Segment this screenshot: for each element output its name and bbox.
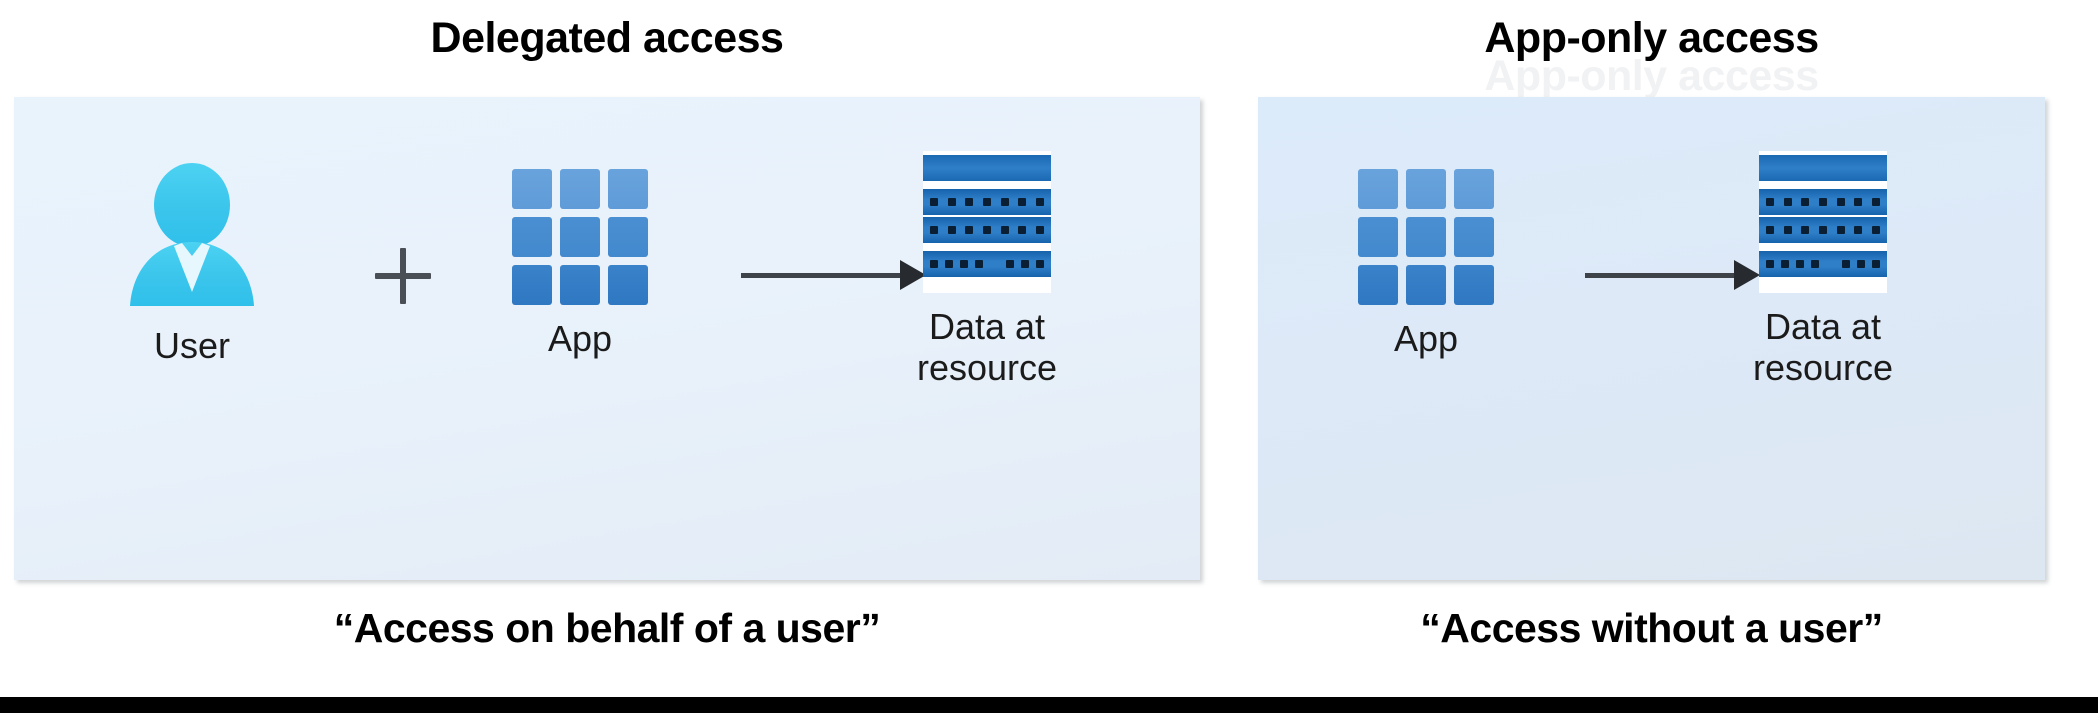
app-only-access-panel: App	[1258, 97, 2045, 580]
rack-band-solid-top	[1759, 155, 1887, 181]
arrow-shaft	[741, 272, 904, 278]
node-app-right: App	[1306, 169, 1546, 360]
node-data-right: Data at resource	[1678, 151, 1968, 388]
node-app-left-label: App	[547, 318, 613, 359]
user-icon	[116, 160, 268, 312]
left-panel-title: Delegated access	[430, 14, 784, 62]
rack-band-dots-2	[923, 217, 1051, 243]
delegated-access-panel: User App	[14, 97, 1200, 580]
rack-band-dots-1	[1759, 189, 1887, 215]
left-panel-caption: “Access on behalf of a user”	[333, 605, 881, 651]
node-data-left: Data at resource	[842, 151, 1132, 388]
data-rack-icon	[923, 151, 1051, 293]
app-only-access-flow: App	[1258, 97, 2045, 580]
arrow-head	[1734, 260, 1760, 290]
node-data-right-label: Data at resource	[1752, 306, 1894, 388]
arrow-right-icon-left	[741, 260, 926, 290]
rack-band-solid-top	[923, 155, 1051, 181]
node-user-label: User	[153, 325, 230, 366]
right-panel-title: App-only access	[1484, 14, 1819, 62]
rack-band-dots-2	[1759, 217, 1887, 243]
app-grid-icon	[512, 169, 648, 305]
app-grid-icon	[1358, 169, 1494, 305]
rack-band-dots-1	[923, 189, 1051, 215]
plus-icon	[375, 248, 431, 304]
arrow-shaft	[1585, 272, 1738, 278]
arrow-right-icon-right	[1585, 260, 1760, 290]
data-rack-icon	[1759, 151, 1887, 293]
right-panel-caption: “Access without a user”	[1420, 605, 1883, 651]
delegated-access-flow: User App	[14, 97, 1200, 580]
node-app-right-label: App	[1393, 318, 1459, 359]
node-user: User	[72, 160, 312, 367]
bottom-black-bar	[0, 697, 2098, 713]
node-data-left-label: Data at resource	[916, 306, 1058, 388]
node-app-left: App	[460, 169, 700, 360]
arrow-head	[900, 260, 926, 290]
rack-band-dots-3	[1759, 251, 1887, 277]
rack-band-dots-3	[923, 251, 1051, 277]
